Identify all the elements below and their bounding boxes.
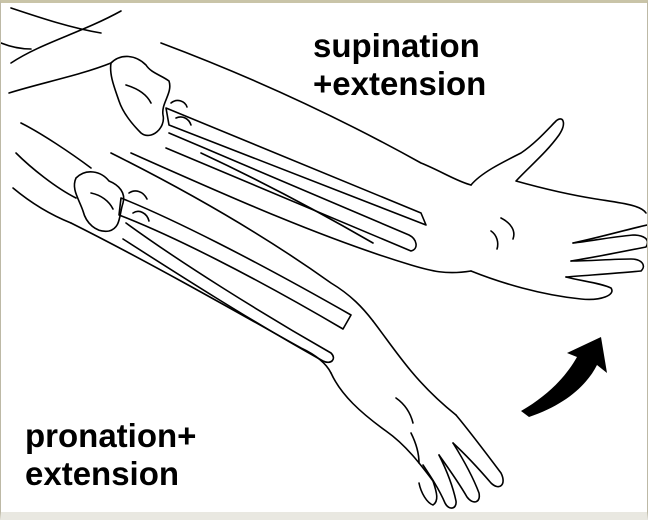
pronation-extension-label: pronation+ extension bbox=[25, 417, 196, 493]
contour-line bbox=[11, 8, 101, 33]
contour-line bbox=[1, 43, 31, 49]
curved-arrow-up-right-icon bbox=[521, 337, 607, 417]
label-line: pronation+ bbox=[25, 417, 196, 455]
label-line: extension bbox=[25, 455, 196, 493]
label-line: +extension bbox=[313, 65, 486, 103]
supination-extension-label: supination +extension bbox=[313, 27, 486, 103]
label-line: supination bbox=[313, 27, 486, 65]
